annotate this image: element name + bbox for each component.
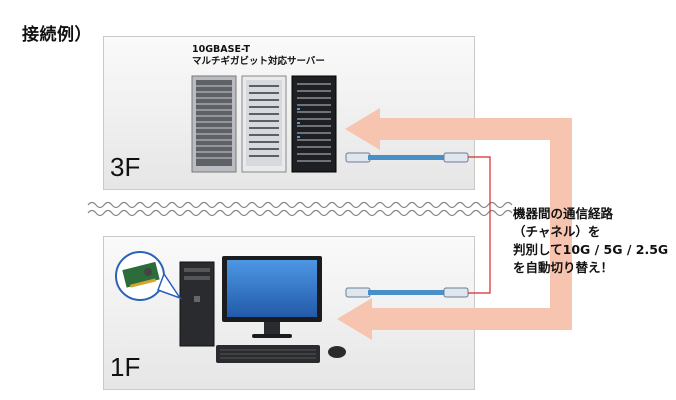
lan-cable-3f-icon <box>345 152 469 163</box>
auto-switch-note: 機器間の通信経路 （チャネル）を 判別して10G / 5G / 2.5G を自動… <box>513 205 668 277</box>
server-caption-line2: マルチギガビット対応サーバー <box>192 56 325 67</box>
note-line3: 判別して10G / 5G / 2.5G <box>513 242 669 257</box>
server-caption-line1: 10GBASE-T <box>192 44 250 55</box>
channel-arrow-icon <box>337 108 572 340</box>
page-title: 接続例） <box>22 25 92 45</box>
network-card-icon <box>115 251 182 301</box>
desktop-tower-icon <box>179 261 215 347</box>
floor-label-1f: 1F <box>110 352 141 382</box>
server-rack-black-icon <box>291 75 337 173</box>
lan-cable-1f-icon <box>345 287 469 298</box>
note-line4: を自動切り替え！ <box>513 260 614 275</box>
note-line2: （チャネル）を <box>513 224 601 239</box>
wavy-divider-icon <box>87 201 513 217</box>
server-rack-white-icon <box>241 75 287 173</box>
server-rack-gray-icon <box>191 75 237 173</box>
monitor-icon <box>222 256 322 338</box>
mouse-icon <box>328 346 346 358</box>
note-line1: 機器間の通信経路 <box>513 206 614 221</box>
server-caption: 10GBASE-T マルチギガビット対応サーバー <box>192 44 325 68</box>
floor-label-3f: 3F <box>110 152 141 182</box>
link-line <box>468 156 491 294</box>
keyboard-icon <box>216 345 320 363</box>
floor-3f-panel: 3F <box>103 36 475 190</box>
